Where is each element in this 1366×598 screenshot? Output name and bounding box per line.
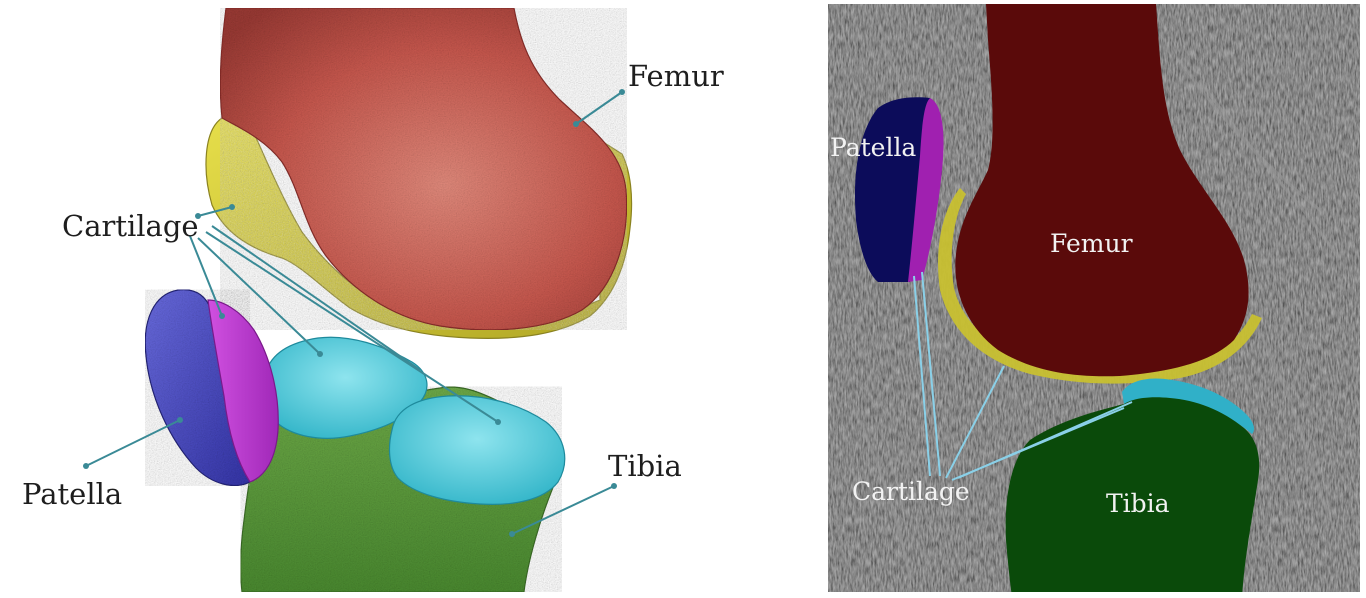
leader-dots-3d [83,89,625,537]
label-tibia-3d: Tibia [608,449,682,483]
femur-3d [219,7,628,331]
tibia-mri [1005,397,1260,592]
label-tibia-mri: Tibia [1106,489,1170,518]
tibial-cartilage-right-3d [388,395,566,505]
label-cartilage-mri: Cartilage [852,477,970,506]
right-panel-mri: Patella Femur Cartilage Tibia [828,4,1360,592]
label-femur-mri: Femur [1050,229,1133,258]
leader-lines-mri [913,271,1133,481]
tibial-cartilage-mri [1122,378,1254,434]
femur-mri [955,4,1249,377]
patella-mri [854,97,930,282]
label-patella-mri: Patella [830,133,916,162]
patellar-cartilage-3d [207,299,279,483]
patellar-cartilage-mri [908,98,944,282]
left-panel-3d-model: Femur Cartilage Patella Tibia [22,7,724,593]
leader-lines-3d [85,91,623,535]
label-patella-3d: Patella [22,477,122,511]
label-cartilage-3d: Cartilage [62,209,199,243]
label-femur-3d: Femur [628,59,724,93]
